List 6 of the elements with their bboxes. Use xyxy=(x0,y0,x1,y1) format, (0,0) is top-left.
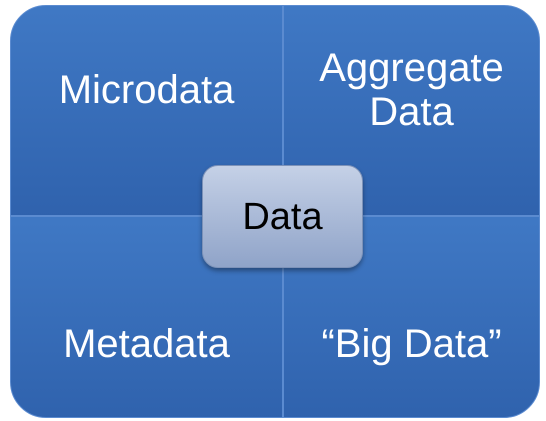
quadrant-label: Aggregate Data xyxy=(318,46,505,134)
quadrant-label: “Big Data” xyxy=(320,322,503,366)
center-label: Data xyxy=(242,196,323,238)
quadrant-label: Metadata xyxy=(62,322,231,366)
quadrant-label: Microdata xyxy=(58,68,236,112)
center-box xyxy=(202,165,363,268)
